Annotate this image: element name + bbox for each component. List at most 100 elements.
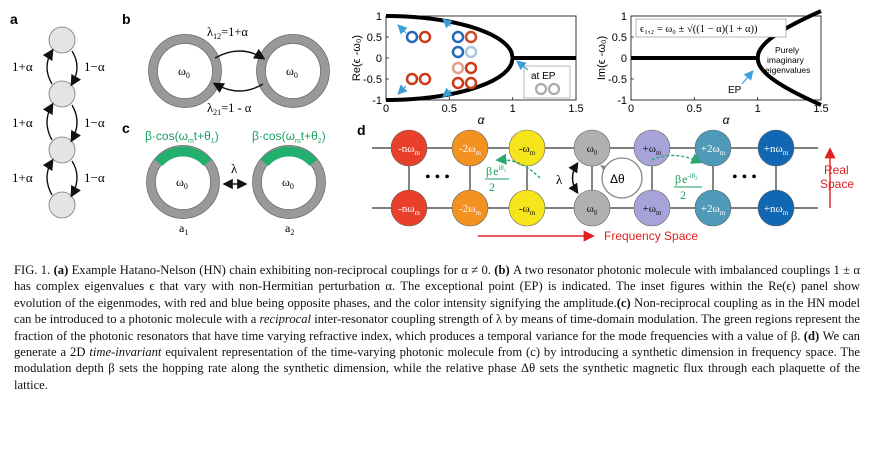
x-tick-label: 1.5 xyxy=(813,103,828,115)
hop-left-label: βeiθ1 xyxy=(486,164,507,178)
y-tick-label: -1 xyxy=(617,95,627,107)
x-axis-label: α xyxy=(723,113,731,127)
lattice-node xyxy=(633,129,671,167)
resonator-ring-left xyxy=(148,34,222,108)
caption-b-text: A two resonator photonic molecule with i… xyxy=(14,263,860,310)
lattice-node xyxy=(451,129,489,167)
a1-label: a1 xyxy=(179,221,188,237)
hop-right-label: βe-iθ2 xyxy=(675,172,698,186)
synthetic-lattice: -nωm-nωm-2ωm-2ωm-ωm-ωmω0ω0+ωm+ωm+2ωm+2ωm… xyxy=(372,129,854,243)
hop-right-denominator: 2 xyxy=(680,188,686,202)
y-tick-label: -0.5 xyxy=(363,74,382,86)
y-tick-label: -0.5 xyxy=(608,74,627,86)
panel-label-c: c xyxy=(122,120,130,136)
chain-site xyxy=(48,191,76,219)
lattice-lambda-label: λ xyxy=(556,172,563,187)
lattice-node-label: -ωm xyxy=(519,203,536,217)
modulation-label-2: β·cos(ωmt+θ2) xyxy=(252,129,326,145)
y-axis-label: Re(ϵ -ω₀) xyxy=(351,35,363,81)
figure-caption: FIG. 1. (a) Example Hatano-Nelson (HN) c… xyxy=(14,262,860,393)
coupling-right-label: 1−α xyxy=(84,115,105,130)
lattice-node xyxy=(573,189,611,227)
caption-c-text-2: inter-resonator coupling strength of λ b… xyxy=(14,312,860,343)
caption-a-text: Example Hatano-Nelson (HN) chain exhibit… xyxy=(68,263,495,277)
lattice-node xyxy=(757,129,795,167)
x-tick-label: 1 xyxy=(510,103,516,115)
delta-theta-label: Δθ xyxy=(610,172,625,186)
y-tick-label: 0.5 xyxy=(612,32,627,44)
panel-label-b: b xyxy=(122,11,131,27)
x-tick-label: 0 xyxy=(628,103,634,115)
caption-d-text: We can generate a 2D xyxy=(14,328,860,360)
coupling-left-label: 1+α xyxy=(12,59,33,74)
lambda-label: λ xyxy=(231,161,238,176)
figure-canvas: a b c d 1+α 1−α 1+α 1−α 1+α 1−α ω0 ω0 xyxy=(10,9,854,243)
modulation-region-a1 xyxy=(154,146,212,167)
series-lower-branch xyxy=(385,57,515,102)
lattice-node-label: +ωm xyxy=(643,203,662,217)
eigenmode-inset-blue xyxy=(405,30,478,90)
ep-annotation: at EP xyxy=(531,71,556,82)
lattice-node-label: ω0 xyxy=(587,143,598,157)
lattice-node xyxy=(694,129,732,167)
lattice-node xyxy=(508,189,546,227)
chain-site xyxy=(48,80,76,108)
lattice-node-label: +2ωm xyxy=(701,203,726,217)
coupling-right-label: 1−α xyxy=(84,59,105,74)
lambda21-label: λ21=1 - α xyxy=(207,101,252,117)
lattice-node-label: +nωm xyxy=(764,143,789,157)
lattice-node-label: -2ωm xyxy=(459,203,481,217)
lattice-dots-left: • • • xyxy=(425,169,450,186)
purely-imaginary-annotation: Purely imaginary eigenvalues xyxy=(765,45,810,75)
lattice-node xyxy=(573,129,611,167)
caption-c-italic: reciprocal xyxy=(259,312,312,327)
ep-annotation: EP xyxy=(728,85,742,96)
x-tick-label: 0 xyxy=(383,103,389,115)
plaquette-flux-loop xyxy=(601,157,643,199)
ep-mode-ring xyxy=(534,82,548,96)
lambda12-label: λ12=1+α xyxy=(207,25,248,41)
x-tick-label: 0.5 xyxy=(687,103,702,115)
lattice-node xyxy=(508,129,546,167)
lattice-node xyxy=(390,189,428,227)
omega0-label: ω0 xyxy=(286,64,298,80)
frequency-space-label: Frequency Space xyxy=(604,229,698,243)
series-upper-branch xyxy=(755,9,822,59)
panel-label-d: d xyxy=(357,122,366,138)
y-tick-label: 1 xyxy=(621,11,627,23)
lattice-node-label: +2ωm xyxy=(701,143,726,157)
lattice-node-label: -2ωm xyxy=(459,143,481,157)
x-tick-label: 0.5 xyxy=(442,103,457,115)
chain-site xyxy=(48,136,76,164)
x-axis-label: α xyxy=(478,113,486,127)
caption-d-text-2: equivalent representation of the time-va… xyxy=(14,345,860,392)
x-tick-label: 1.5 xyxy=(568,103,583,115)
omega0-label: ω0 xyxy=(176,175,188,191)
resonator-ring-right xyxy=(256,34,330,108)
lattice-node-label: ω0 xyxy=(587,203,598,217)
coupling-left-label: 1+α xyxy=(12,170,33,185)
lattice-dots-right: • • • xyxy=(732,169,757,186)
hop-left-denominator: 2 xyxy=(489,180,495,194)
modulated-molecule: β·cos(ωmt+θ1) β·cos(ωmt+θ2) ω0 ω0 λ a1 a… xyxy=(145,129,326,237)
coupling-right-label: 1−α xyxy=(84,170,105,185)
y-tick-label: -1 xyxy=(372,95,382,107)
y-axis-label: Im(ϵ -ω₀) xyxy=(596,36,608,80)
y-tick-label: 0.5 xyxy=(367,32,382,44)
y-tick-label: 0 xyxy=(621,53,627,65)
series-lower-branch xyxy=(755,57,822,107)
caption-c-text: Non-reciprocal coupling as in the HN mod… xyxy=(14,295,861,327)
modulation-region-a2 xyxy=(260,146,318,167)
caption-fig-label: FIG. 1. xyxy=(14,263,51,277)
caption-b-label: (b) xyxy=(494,263,510,277)
eigenvalue-equation: ϵ₁,₂ = ω₀ ± √((1 − α)(1 + α)) xyxy=(640,23,758,35)
ep-mode-ring xyxy=(547,82,561,96)
lattice-node-label: -nωm xyxy=(398,143,420,157)
lattice-node xyxy=(390,129,428,167)
lattice-node-label: +nωm xyxy=(764,203,789,217)
lattice-node-label: -nωm xyxy=(398,203,420,217)
caption-d-italic: time-invariant xyxy=(89,345,162,360)
coupling-left-label: 1+α xyxy=(12,115,33,130)
